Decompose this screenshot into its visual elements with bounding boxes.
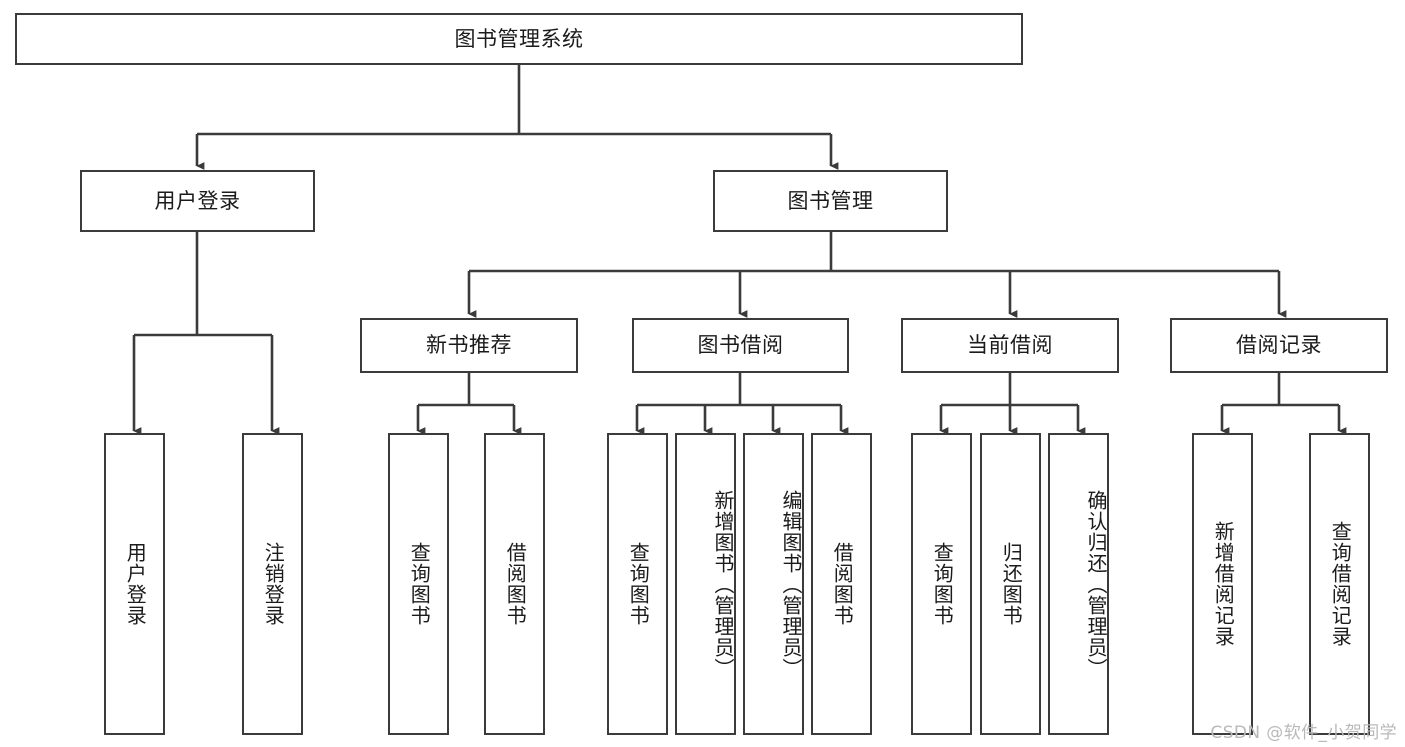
node-new-book-recommend[interactable]: 新书推荐 xyxy=(360,318,578,373)
leaf-borrow-record-add-record[interactable]: 新增借阅记录 xyxy=(1192,433,1253,735)
node-label: 新增图书（管理员） xyxy=(711,489,735,679)
leaf-new-book-query-book[interactable]: 查询图书 xyxy=(388,433,449,735)
node-label: 查询图书 xyxy=(407,542,432,626)
node-label: 当前借阅 xyxy=(967,333,1053,358)
leaf-borrow-record-query-record[interactable]: 查询借阅记录 xyxy=(1309,433,1370,735)
node-label: 新书推荐 xyxy=(426,333,512,358)
node-label: 图书借阅 xyxy=(697,333,784,358)
node-user-login[interactable]: 用户登录 xyxy=(80,170,315,232)
node-label: 查询图书 xyxy=(930,542,955,626)
node-label: 图书管理 xyxy=(787,188,874,213)
leaf-book-borrow-add-book-admin[interactable]: 新增图书（管理员） xyxy=(675,433,736,735)
node-label: 借阅记录 xyxy=(1236,333,1322,358)
leaf-current-borrow-return-book[interactable]: 归还图书 xyxy=(980,433,1041,735)
node-current-borrow[interactable]: 当前借阅 xyxy=(901,318,1119,373)
node-label: 确认归还（管理员） xyxy=(1084,489,1108,679)
node-label: 归还图书 xyxy=(999,542,1024,626)
node-label: 借阅图书 xyxy=(830,542,855,626)
node-label: 查询借阅记录 xyxy=(1328,521,1353,647)
node-book-management[interactable]: 图书管理 xyxy=(713,170,948,232)
node-book-borrow[interactable]: 图书借阅 xyxy=(632,318,849,373)
node-label: 查询图书 xyxy=(626,542,651,626)
node-label: 新增借阅记录 xyxy=(1211,521,1236,647)
node-root-book-management-system[interactable]: 图书管理系统 xyxy=(15,13,1023,65)
leaf-user-login-logout[interactable]: 注销登录 xyxy=(242,433,303,735)
node-label: 图书管理系统 xyxy=(454,26,584,51)
leaf-book-borrow-query-book[interactable]: 查询图书 xyxy=(607,433,668,735)
leaf-user-login-login[interactable]: 用户登录 xyxy=(104,433,165,735)
node-label: 编辑图书（管理员） xyxy=(779,489,803,679)
node-label: 借阅图书 xyxy=(503,542,528,626)
leaf-current-borrow-confirm-return-admin[interactable]: 确认归还（管理员） xyxy=(1048,433,1109,735)
node-label: 用户登录 xyxy=(154,188,241,213)
node-label: 用户登录 xyxy=(123,542,148,626)
leaf-new-book-borrow-book[interactable]: 借阅图书 xyxy=(484,433,545,735)
node-borrow-record[interactable]: 借阅记录 xyxy=(1170,318,1388,373)
node-label: 注销登录 xyxy=(261,542,286,626)
leaf-book-borrow-borrow-book[interactable]: 借阅图书 xyxy=(811,433,872,735)
leaf-current-borrow-query-book[interactable]: 查询图书 xyxy=(911,433,972,735)
leaf-book-borrow-edit-book-admin[interactable]: 编辑图书（管理员） xyxy=(743,433,804,735)
